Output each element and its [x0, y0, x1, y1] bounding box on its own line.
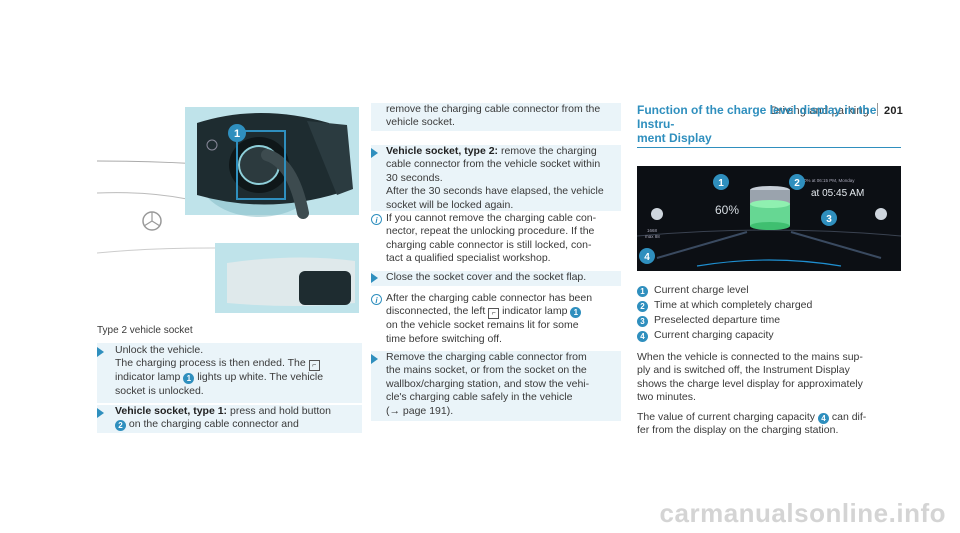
legend-num-3: 3: [637, 316, 648, 327]
callout-4-icon: 4: [817, 413, 829, 424]
step-arrow-icon: [371, 354, 378, 364]
step1-line2: The charging process is then ended. The: [115, 357, 306, 370]
legend-item-2: 2 Time at which completely charged: [637, 299, 812, 312]
step5-line2: the mains socket, or from the socket on …: [386, 364, 587, 377]
section-title-line2: ment Display: [637, 131, 712, 145]
vehicle-socket-illustration: 1: [96, 103, 360, 313]
title-underline: [637, 147, 901, 148]
step5-line4: cle's charging cable safely in the vehic…: [386, 391, 573, 404]
page-header: Driving and parking 201: [770, 103, 903, 117]
legend-num-1: 1: [637, 286, 648, 297]
note2-line2b: indicator lamp: [502, 305, 568, 318]
note2-line3: on the vehicle socket remains lit for so…: [386, 319, 579, 332]
display-callout-1: 1: [718, 178, 724, 189]
step5-line5: (→ page 191).: [386, 404, 454, 417]
note2-line4: time before switching off.: [386, 332, 502, 345]
step-arrow-icon: [97, 408, 104, 418]
note-unlock-failed: i If you cannot remove the charging cabl…: [371, 212, 621, 268]
charge-percent: 60%: [715, 203, 739, 217]
note1-line3: charging cable connector is still locked…: [386, 238, 592, 251]
step-type1-cont: remove the charging cable connector from…: [371, 103, 621, 131]
info-icon: i: [371, 214, 382, 225]
type1-heading: Vehicle socket, type 1:: [115, 405, 228, 417]
step-close-cover: Close the socket cover and the socket fl…: [371, 271, 621, 286]
step1-line3b: lights up white. The vehicle: [197, 371, 324, 384]
section-title-line1: Function of the charge level display in …: [637, 103, 877, 131]
para2-line2: fer from the display on the charging sta…: [637, 424, 839, 437]
step1-line1: Unlock the vehicle.: [115, 344, 204, 356]
legend-text-1: Current charge level: [654, 284, 749, 296]
vehicle-socket-figure: 1: [96, 103, 360, 313]
display-callout-2: 2: [794, 178, 800, 189]
note2-line2a: disconnected, the left: [386, 305, 486, 318]
display-callout-4: 4: [644, 252, 650, 263]
info-icon: i: [371, 294, 382, 305]
display-callout-3: 3: [826, 214, 832, 225]
note2-line1: After the charging cable connector has b…: [386, 292, 593, 304]
paragraph-capacity: The value of current charging capacity 4…: [637, 411, 866, 438]
legend-num-4: 4: [637, 331, 648, 342]
section-heading: Function of the charge level display in …: [637, 103, 901, 148]
display-time: at 05:45 AM: [811, 188, 864, 199]
display-left-small: 1668: [647, 228, 658, 233]
cont-line1: remove the charging cable connector from…: [386, 103, 601, 115]
para1-line4: two minutes.: [637, 391, 696, 404]
type2-heading: Vehicle socket, type 2:: [386, 145, 499, 157]
step-arrow-icon: [97, 347, 104, 357]
type2-line4: After the 30 seconds have elapsed, the v…: [386, 185, 604, 198]
figure1-caption: Type 2 vehicle socket: [97, 325, 193, 336]
callout-1-icon: 1: [183, 373, 195, 385]
step-remove-connector: Remove the charging cable connector from…: [371, 351, 621, 421]
note1-line4: tact a qualified specialist workshop.: [386, 252, 551, 265]
step-type1: Vehicle socket, type 1: press and hold b…: [97, 405, 362, 433]
type2-line5: socket will be locked again.: [386, 198, 514, 211]
note1-line1: If you cannot remove the charging cable …: [386, 212, 597, 224]
type2-line3: 30 seconds.: [386, 171, 443, 184]
step1-line3a: indicator lamp: [115, 371, 181, 384]
page-number: 201: [884, 105, 903, 117]
type2-line1: remove the charging: [500, 145, 597, 157]
para1-line3: shows the charge level display for appro…: [637, 377, 863, 390]
callout-1-icon: 1: [570, 307, 582, 319]
note-lamp: i After the charging cable connector has…: [371, 292, 621, 348]
step5-line1: Remove the charging cable connector from: [386, 351, 587, 363]
instrument-display-figure: 60% 100% at 06:15 PM, Monday at 05:45 AM…: [637, 166, 901, 271]
legend-item-3: 3 Preselected departure time: [637, 314, 780, 327]
legend-text-2: Time at which completely charged: [654, 299, 813, 311]
close-cover-text: Close the socket cover and the socket fl…: [386, 271, 587, 283]
display-small-text: 100% at 06:15 PM, Monday: [799, 178, 855, 183]
legend-text-3: Preselected departure time: [654, 314, 781, 326]
step1-line4: socket is unlocked.: [115, 384, 204, 397]
paragraph-charge-display: When the vehicle is connected to the mai…: [637, 351, 863, 405]
instrument-display-illustration: 60% 100% at 06:15 PM, Monday at 05:45 AM…: [637, 166, 901, 271]
type1-line1: press and hold button: [229, 405, 331, 417]
para1-line1: When the vehicle is connected to the mai…: [637, 351, 863, 363]
para2-line1b: can dif-: [831, 411, 867, 423]
para2-line1a: The value of current charging capacity: [637, 411, 816, 423]
step5-line3: wallbox/charging station, and stow the v…: [386, 377, 590, 390]
legend-text-4: Current charging capacity: [654, 329, 774, 341]
type2-line2: cable connector from the vehicle socket …: [386, 158, 601, 171]
header-divider: [877, 103, 879, 116]
unlock-icon: ⌐: [308, 360, 320, 372]
para1-line2: ply and is switched off, the Instrument …: [637, 364, 850, 377]
callout-2-icon: 2: [115, 420, 126, 432]
display-left-small2: max 88: [645, 234, 660, 239]
step-arrow-icon: [371, 148, 378, 158]
step-type2: Vehicle socket, type 2: remove the charg…: [371, 145, 621, 211]
step-unlock: Unlock the vehicle. The charging process…: [97, 343, 362, 403]
section-title: Driving and parking: [770, 105, 870, 117]
unlock-icon: ⌐: [488, 308, 500, 320]
note1-line2: nector, repeat the unlocking procedure. …: [386, 225, 595, 238]
step-arrow-icon: [371, 273, 378, 283]
legend-item-1: 1 Current charge level: [637, 284, 749, 297]
watermark: carmanualsonline.info: [659, 498, 946, 528]
type1-line2: on the charging cable connector and: [128, 418, 299, 431]
figure1-callout-1: 1: [234, 128, 240, 140]
cont-line2: vehicle socket.: [386, 116, 455, 129]
legend-item-4: 4 Current charging capacity: [637, 329, 774, 342]
legend-num-2: 2: [637, 301, 648, 312]
